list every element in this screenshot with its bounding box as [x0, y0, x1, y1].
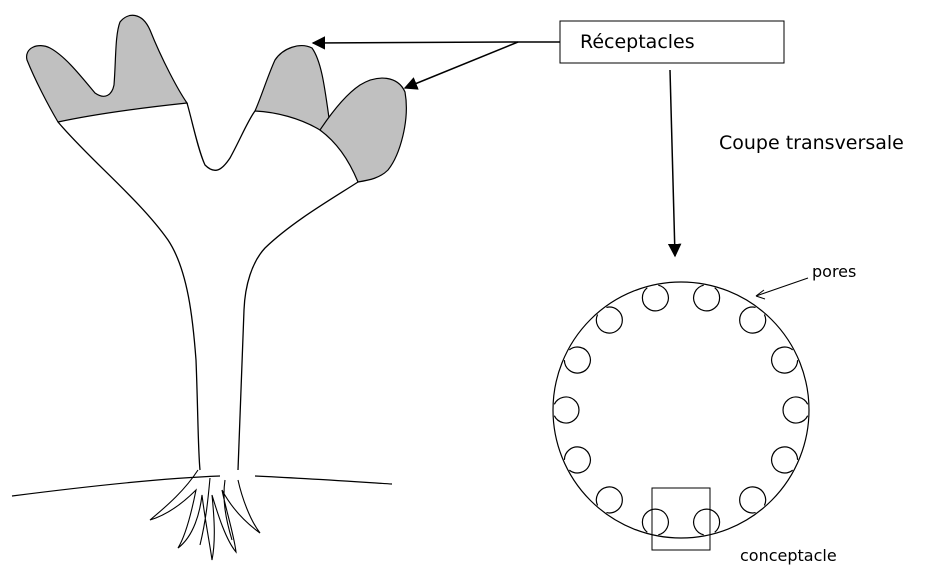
conceptacles-group [554, 285, 807, 535]
conceptacle-cavity [564, 447, 590, 473]
receptacles-label: Réceptacles [580, 33, 695, 52]
conceptacle-cavity [694, 285, 720, 311]
conceptacle-cavity [783, 397, 808, 423]
conceptacle-label: conceptacle [740, 548, 837, 564]
ground-line [12, 476, 392, 496]
pores-pointer [756, 278, 808, 296]
conceptacle-cavity [642, 285, 668, 311]
receptacle-left [27, 15, 187, 122]
conceptacle-cavity [772, 447, 798, 473]
conceptacle-cavity [772, 347, 798, 373]
pores-label: pores [812, 264, 856, 280]
arrow-to-cross-section [670, 70, 675, 256]
cross-section-circle [553, 282, 809, 538]
conceptacle-cavity [642, 509, 668, 535]
conceptacle-cavity [554, 397, 579, 423]
arrow-to-receptacle-1 [313, 42, 560, 43]
arrow-to-receptacle-2 [405, 42, 518, 88]
thallus-outline [58, 103, 358, 470]
rhizoids [150, 470, 260, 560]
cross-section-caption: Coupe transversale [719, 134, 904, 153]
receptacle-right [320, 78, 406, 182]
conceptacle-cavity [564, 347, 590, 373]
conceptacle-cavity [694, 509, 720, 535]
receptacle-middle [255, 46, 331, 132]
